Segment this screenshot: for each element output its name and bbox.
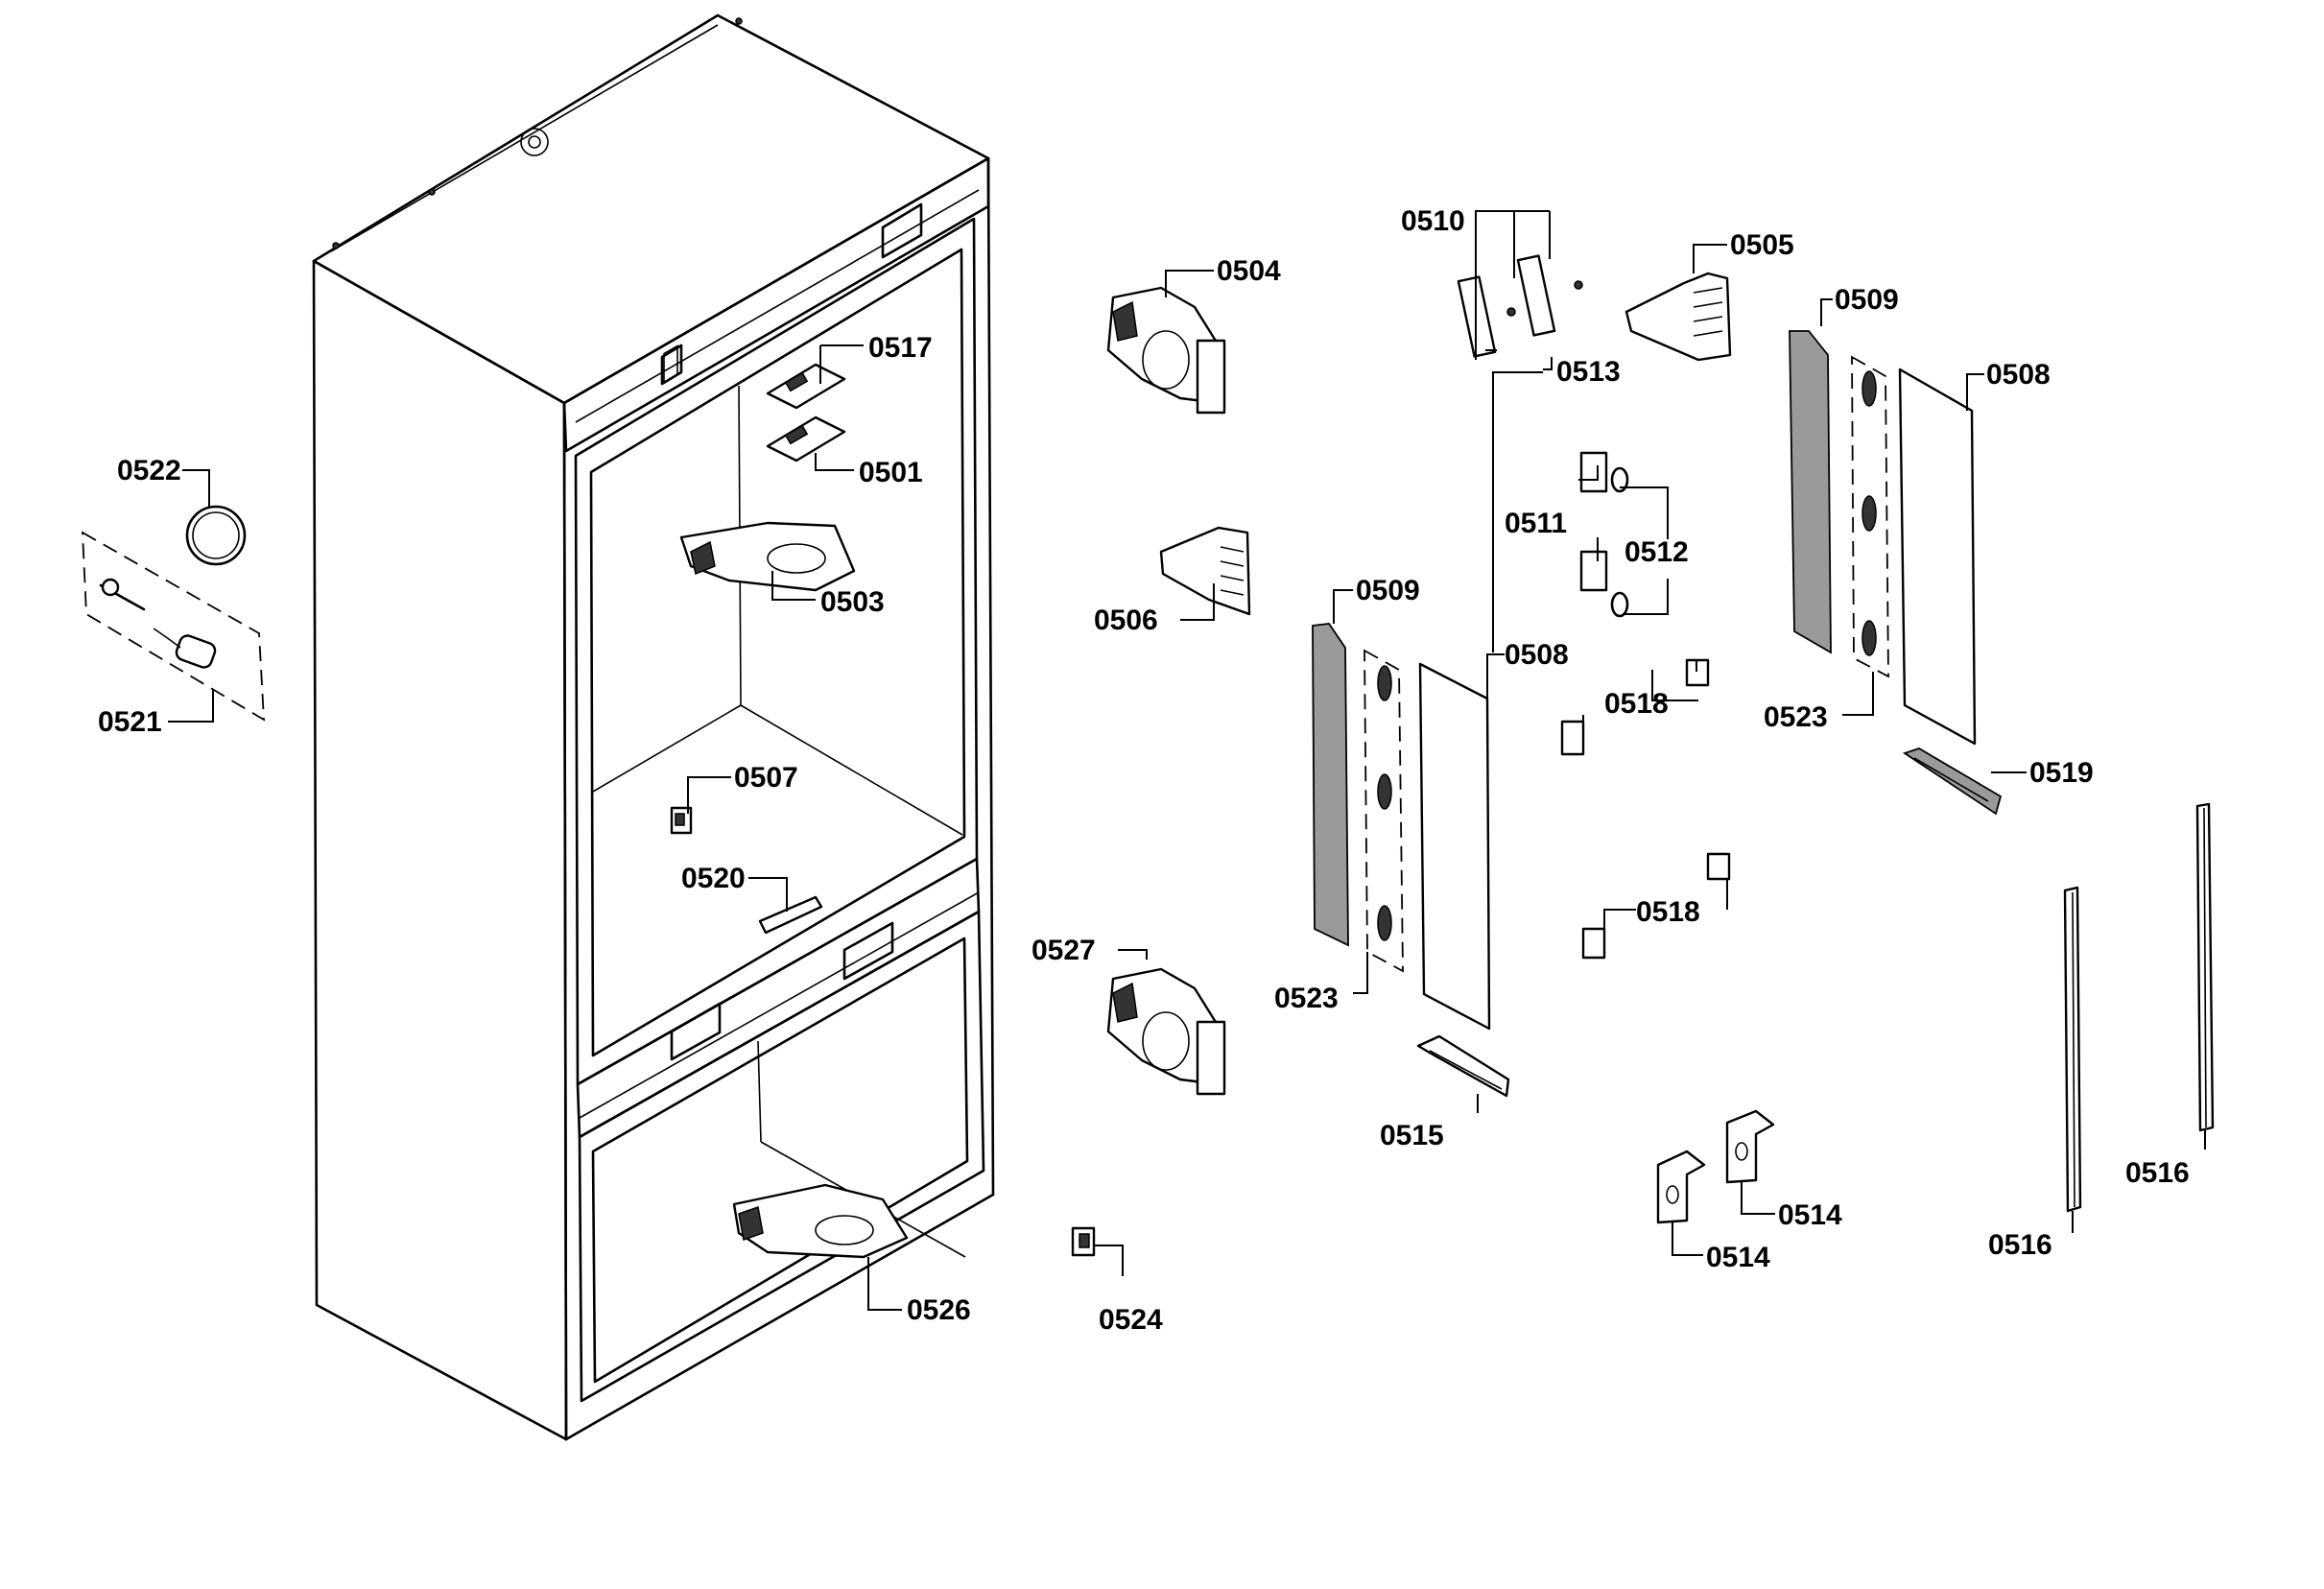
callout-0527: 0527	[1032, 935, 1096, 966]
callout-0523-right: 0523	[1764, 701, 1828, 733]
refrigerator-cabinet	[312, 13, 995, 1441]
callout-0512: 0512	[1624, 536, 1689, 568]
part-0507-clip	[670, 806, 693, 835]
callout-0511: 0511	[1505, 508, 1567, 539]
part-0520-block	[758, 895, 823, 935]
part-0518-clip-b-lower	[1581, 927, 1606, 960]
part-0516-strip-right	[2195, 802, 2215, 1132]
callout-0505: 0505	[1730, 229, 1794, 261]
part-0508-panel-right	[1898, 368, 1977, 746]
part-0517-bracket	[766, 363, 846, 410]
part-0521-assembly	[82, 531, 265, 722]
callout-0501: 0501	[859, 457, 923, 488]
part-0522-ring	[185, 505, 247, 566]
part-0515-rail	[1416, 1034, 1510, 1098]
callout-0515: 0515	[1380, 1120, 1444, 1151]
callout-0506: 0506	[1094, 605, 1158, 636]
callout-0508-right: 0508	[1986, 359, 2051, 391]
callout-0523-left: 0523	[1274, 983, 1339, 1014]
part-0512-rings	[1610, 466, 1629, 618]
callout-0518-lower: 0518	[1636, 896, 1700, 928]
part-0516-strip-left	[2063, 886, 2082, 1213]
part-0503-hinge	[679, 521, 856, 592]
leader-lines	[168, 210, 2206, 1311]
part-0526-hinge	[732, 1183, 909, 1259]
part-0518-clip-b-upper	[1560, 720, 1585, 756]
callout-0524: 0524	[1099, 1304, 1163, 1336]
part-0505-cover	[1624, 272, 1732, 362]
callout-0519: 0519	[2029, 757, 2094, 789]
callout-0516-right: 0516	[2125, 1157, 2190, 1189]
part-0523-panel-right	[1851, 355, 1889, 678]
part-0523-panel-left	[1364, 649, 1404, 973]
part-0527-hinge	[1106, 967, 1226, 1096]
part-0501-bracket	[766, 415, 846, 462]
part-0519-rail	[1902, 747, 2003, 816]
part-0504-hinge	[1106, 286, 1226, 415]
callout-0509-right: 0509	[1835, 284, 1899, 316]
part-0510-plates	[1457, 254, 1583, 358]
callout-0521: 0521	[98, 706, 162, 738]
callout-0504: 0504	[1217, 255, 1281, 287]
callout-0514-lower: 0514	[1706, 1242, 1770, 1273]
callout-0518-upper: 0518	[1604, 688, 1669, 720]
callout-0510: 0510	[1401, 205, 1465, 237]
part-0509-strip-left	[1312, 623, 1349, 947]
callout-labels: 0517 0501 0503 0504 0505 0506 0507 0508 …	[98, 205, 2190, 1336]
part-0511-clips	[1579, 451, 1608, 592]
part-0508-panel-left	[1418, 662, 1491, 1031]
callout-0508-left: 0508	[1505, 639, 1569, 671]
callout-0509-left: 0509	[1356, 575, 1420, 606]
part-0509-strip-right	[1789, 330, 1832, 654]
callout-0514-upper: 0514	[1778, 1199, 1842, 1231]
part-0514-bracket-upper	[1725, 1109, 1775, 1184]
callout-0516-left: 0516	[1988, 1229, 2052, 1261]
part-0514-bracket-lower	[1656, 1150, 1706, 1224]
callout-0507: 0507	[734, 762, 798, 794]
callout-0513: 0513	[1556, 356, 1621, 388]
callout-0520: 0520	[681, 863, 746, 894]
part-0506-cover	[1159, 526, 1251, 616]
callout-0522: 0522	[117, 455, 181, 486]
callout-0517: 0517	[868, 332, 933, 364]
callout-0526: 0526	[907, 1294, 971, 1326]
part-0518-clip-a-lower	[1706, 852, 1731, 881]
callout-0503: 0503	[820, 586, 885, 618]
part-0524-clip	[1071, 1226, 1096, 1257]
